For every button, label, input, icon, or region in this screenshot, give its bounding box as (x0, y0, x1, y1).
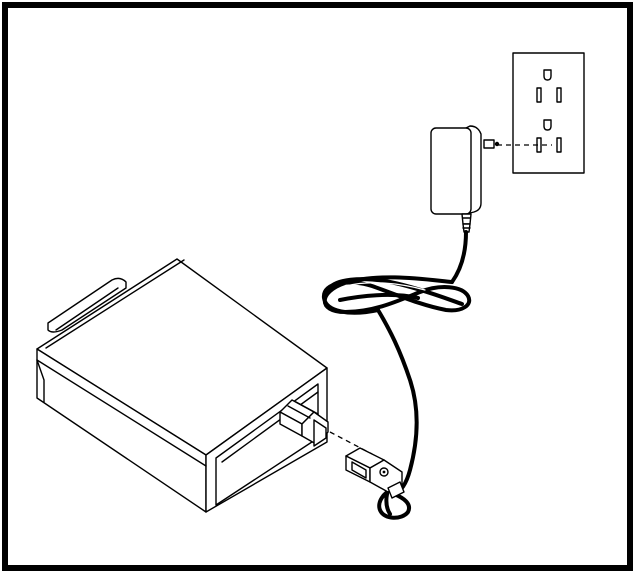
outlet-upper-receptacle (536, 69, 562, 103)
battery-connector (279, 399, 329, 447)
charger-cord (322, 230, 472, 520)
wall-outlet (512, 52, 585, 174)
charger-connector (345, 447, 405, 499)
outlet-lower-receptacle (536, 119, 562, 153)
ac-adapter (430, 125, 500, 233)
